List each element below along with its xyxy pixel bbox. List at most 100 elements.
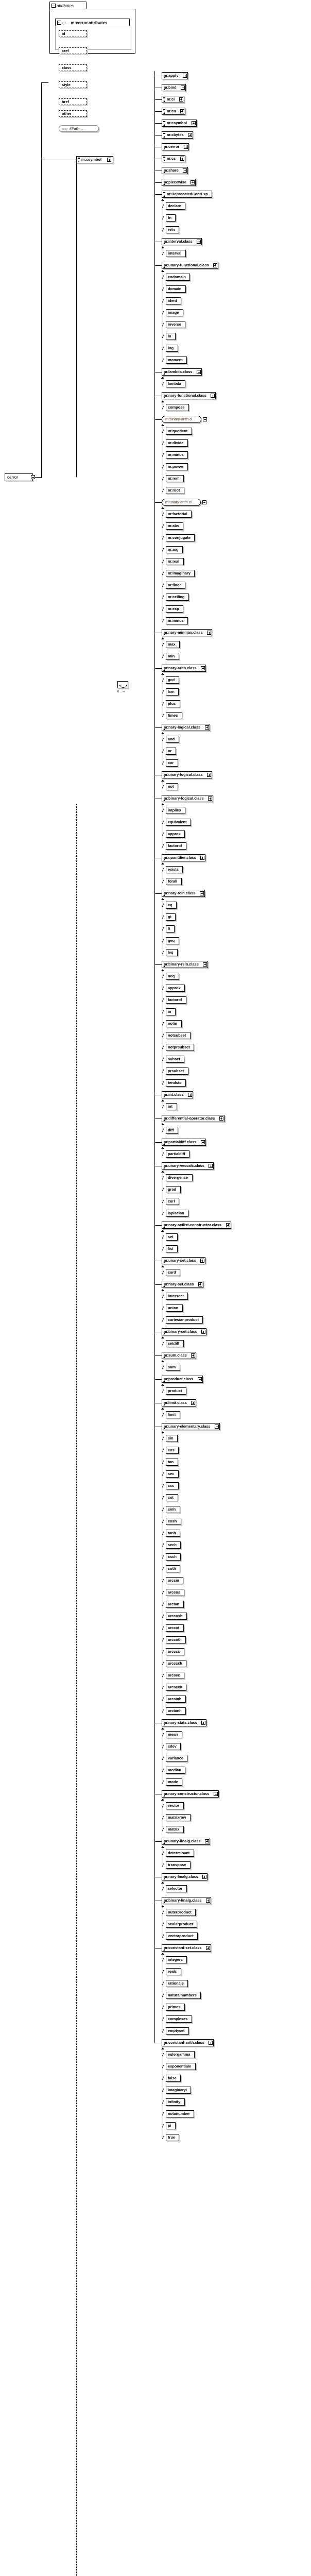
node-eulergamma[interactable]: eulergamma xyxy=(166,2051,195,2058)
node-m-power[interactable]: m:power xyxy=(166,463,188,470)
node-m-piecewise[interactable]: m:piecewise xyxy=(162,179,196,186)
attribute-style[interactable]: style xyxy=(59,81,87,88)
node-sum[interactable]: sum xyxy=(166,1364,180,1371)
node-tanh[interactable]: tanh xyxy=(166,1530,180,1537)
node-partialdiff[interactable]: partialdiff xyxy=(166,1150,189,1158)
node-m-lambda-class[interactable]: m:lambda.class xyxy=(162,368,202,376)
attribute-other[interactable]: other xyxy=(59,110,87,117)
node-subset[interactable]: subset xyxy=(166,1056,184,1063)
expand-icon[interactable] xyxy=(209,2041,213,2045)
node-curl[interactable]: curl xyxy=(166,1198,179,1205)
expand-icon[interactable] xyxy=(201,1140,205,1144)
node-times[interactable]: times xyxy=(166,712,182,719)
node-scalarproduct[interactable]: scalarproduct xyxy=(166,1921,197,1928)
node-m-bind[interactable]: m:bind xyxy=(162,84,186,91)
node-m-cn[interactable]: m:cn xyxy=(162,108,185,115)
node-transpose[interactable]: transpose xyxy=(166,1861,191,1869)
expand-icon[interactable] xyxy=(188,1093,192,1097)
node-complexes[interactable]: complexes xyxy=(166,2015,192,2023)
node-or[interactable]: or xyxy=(166,748,176,755)
root-element-cerror[interactable]: cerror xyxy=(5,473,33,481)
expand-icon[interactable] xyxy=(206,1946,210,1950)
node-notsubset[interactable]: notsubset xyxy=(166,1032,191,1039)
node-m-nary-stats-class[interactable]: m:nary-stats.class xyxy=(162,1719,206,1726)
node-laplacian[interactable]: laplacian xyxy=(166,1210,188,1217)
expand-icon[interactable] xyxy=(215,1425,219,1429)
node-m-int-class[interactable]: m:int.class xyxy=(162,1091,193,1098)
expand-icon[interactable] xyxy=(213,263,217,267)
node-matrixrow[interactable]: matrixrow xyxy=(166,1814,191,1821)
expand-icon[interactable] xyxy=(200,856,204,860)
attribute-class[interactable]: class xyxy=(59,64,87,71)
node-prsubset[interactable]: prsubset xyxy=(166,1067,188,1075)
node-m-nary-linalg-class[interactable]: m:nary-linalg.class xyxy=(162,1873,208,1880)
expand-icon[interactable] xyxy=(206,1899,210,1903)
node-notanumber[interactable]: notanumber xyxy=(166,2110,194,2117)
node-m-cs[interactable]: m:cs xyxy=(162,155,185,162)
node-m-binary-reln-class[interactable]: m:binary-reln.class xyxy=(162,961,208,968)
node-variance[interactable]: variance xyxy=(166,1755,187,1762)
expand-icon[interactable] xyxy=(183,74,187,78)
node-sin[interactable]: sin xyxy=(166,1435,178,1442)
node-ln[interactable]: ln xyxy=(166,333,176,340)
node-m-conjugate[interactable]: m:conjugate xyxy=(166,534,195,541)
expand-icon[interactable] xyxy=(201,666,205,670)
node-arctanh[interactable]: arctanh xyxy=(166,1707,186,1715)
expand-icon[interactable] xyxy=(207,773,211,777)
node-mean[interactable]: mean xyxy=(166,1731,182,1738)
node-arccoth[interactable]: arccoth xyxy=(166,1636,186,1643)
expand-icon[interactable] xyxy=(200,891,204,895)
attributes-tab[interactable]: attributes xyxy=(49,2,87,9)
expand-icon[interactable] xyxy=(197,370,201,374)
node-m-nary-functional-class[interactable]: m:nary-functional.class xyxy=(162,392,216,399)
expand-icon[interactable] xyxy=(198,1377,202,1381)
node-cot[interactable]: cot xyxy=(166,1494,178,1501)
node-imaginaryi[interactable]: imaginaryi xyxy=(166,2087,191,2094)
node-geq[interactable]: geq xyxy=(166,937,179,944)
node-approx[interactable]: approx xyxy=(166,831,185,838)
node-fn[interactable]: fn xyxy=(166,214,176,222)
node-m-quotient[interactable]: m:quotient xyxy=(166,428,192,435)
node-arccsch[interactable]: arccsch xyxy=(166,1660,186,1667)
node-pi[interactable]: pi xyxy=(166,2122,176,2129)
node-m-minus[interactable]: m:minus xyxy=(166,617,188,624)
node-arcsech[interactable]: arcsech xyxy=(166,1684,186,1691)
node-exponentiale[interactable]: exponentiale xyxy=(166,2063,196,2070)
expand-icon[interactable] xyxy=(180,157,184,161)
node-m-quantifier-class[interactable]: m:quantifier.class xyxy=(162,854,205,861)
expand-icon[interactable] xyxy=(205,725,209,730)
node-arccsc[interactable]: arccsc xyxy=(166,1648,184,1655)
node-m-ceiling[interactable]: m:ceiling xyxy=(166,594,189,601)
expand-icon[interactable] xyxy=(191,1401,195,1405)
expand-icon[interactable] xyxy=(191,180,195,184)
node-cosh[interactable]: cosh xyxy=(166,1518,181,1525)
attribute-href[interactable]: href xyxy=(59,98,87,105)
node-matrix[interactable]: matrix xyxy=(166,1826,184,1833)
node-m-apply[interactable]: m:apply xyxy=(162,72,188,79)
node-m-limit-class[interactable]: m:limit.class xyxy=(162,1399,196,1406)
expand-icon[interactable] xyxy=(192,121,196,125)
node-m-binary-logical-class[interactable]: m:binary-logical.class xyxy=(162,795,213,802)
expand-icon[interactable] xyxy=(107,158,111,162)
node-factorof[interactable]: factorof xyxy=(166,996,186,1004)
expand-icon[interactable] xyxy=(188,133,192,137)
node-xor[interactable]: xor xyxy=(166,759,178,767)
expand-icon[interactable] xyxy=(202,1875,206,1879)
node-cartesianproduct[interactable]: cartesianproduct xyxy=(166,1316,203,1324)
node-product[interactable]: product xyxy=(166,1387,186,1395)
expand-icon[interactable] xyxy=(200,1259,204,1263)
node-int[interactable]: int xyxy=(166,1103,177,1110)
node-m-ci[interactable]: m:ci xyxy=(162,96,184,103)
node-declare[interactable]: declare xyxy=(166,202,185,210)
node-min[interactable]: min xyxy=(166,653,179,660)
node-set[interactable]: set xyxy=(166,1233,178,1241)
node-m-partialdiff-class[interactable]: m:partialdiff.class xyxy=(162,1139,206,1146)
node-lcm[interactable]: lcm xyxy=(166,688,179,696)
expand-icon[interactable] xyxy=(208,796,212,801)
node-m-unary-logical-class[interactable]: m:unary-logical.class xyxy=(162,771,212,778)
node-m-exp[interactable]: m:exp xyxy=(166,605,183,613)
node-selector[interactable]: selector xyxy=(166,1885,187,1892)
expand-icon[interactable] xyxy=(179,97,183,101)
node-m-real[interactable]: m:real xyxy=(166,558,184,565)
node-arctan[interactable]: arctan xyxy=(166,1601,184,1608)
